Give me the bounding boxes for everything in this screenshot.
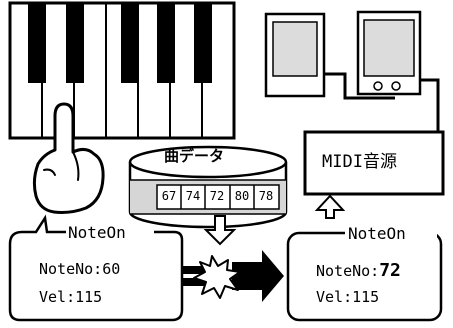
right-bubble-title: NoteOn [348,224,406,243]
black-key [121,3,139,83]
speaker-cables [324,72,440,132]
note-number-label: NoteNo: [39,260,103,278]
note-number-value: 60 [102,260,121,278]
note-number-value: 72 [379,260,401,281]
data-cell: 80 [234,189,250,203]
left-bubble-title: NoteOn [68,223,126,242]
song-data-cylinder [128,145,288,229]
right-velocity: Vel:115 [316,288,380,306]
black-key [28,3,46,83]
data-cell: 74 [185,189,201,203]
data-cell: 78 [258,189,274,203]
black-key [66,3,84,83]
piano-keyboard [8,1,236,140]
arrow-up-icon [314,194,346,219]
transform-arrow-icon [180,250,284,302]
song-data-label: 曲データ [164,147,225,165]
midi-sound-source-label: MIDI音源 [322,152,397,172]
left-noteon-bubble [8,214,184,322]
speaker-left-icon [264,12,326,98]
right-note-number: NoteNo:72 [316,262,401,280]
black-key [194,3,212,83]
midi-sound-source-box [303,130,445,196]
left-velocity: Vel:115 [39,288,103,306]
burst-icon [193,255,241,299]
data-cell: 67 [161,189,177,203]
arrow-down-icon [203,215,237,246]
left-note-number: NoteNo:60 [39,262,120,277]
note-number-label: NoteNo: [316,262,380,280]
black-key [157,3,175,83]
pressing-hand-icon [32,102,105,214]
speaker-right-icon [356,10,422,96]
black-keys [28,3,212,83]
data-cell: 72 [209,189,225,203]
